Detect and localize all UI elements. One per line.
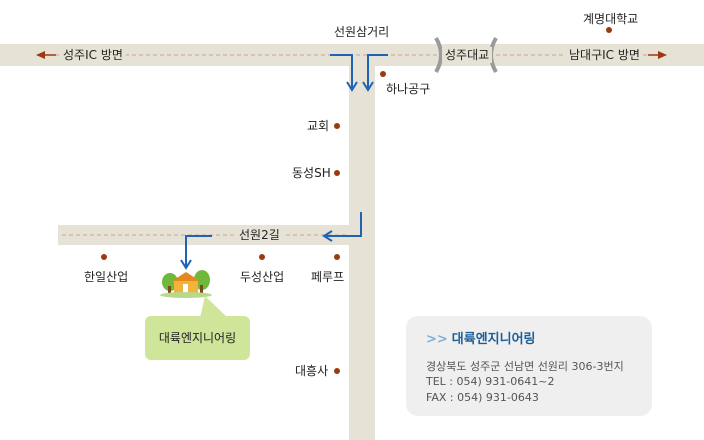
landmark-dot-dongseong	[334, 170, 340, 176]
route-turn-line	[326, 212, 362, 237]
landmark-hanil: 한일산업	[84, 270, 129, 284]
intersection-label: 선원삼거리	[334, 25, 390, 39]
landmark-dot-church	[334, 123, 340, 129]
info-tel: TEL : 054) 931-0641~2	[426, 375, 555, 388]
landmark-peroop: 페루프	[311, 270, 345, 284]
route-final-head	[180, 259, 192, 270]
route-arrow-1	[330, 54, 353, 88]
landmark-keimyung-univ: 계명대학교	[583, 12, 639, 26]
route-final-line	[185, 235, 212, 266]
info-fax: FAX : 054) 931-0643	[426, 391, 539, 404]
factory-icon	[160, 270, 212, 298]
company-info-box: >>대륙엔지니어링 경상북도 성주군 선남면 선원리 306-3번지 TEL :…	[406, 316, 652, 416]
landmark-dot-peroop	[334, 254, 340, 260]
info-title: >>대륙엔지니어링	[426, 328, 536, 347]
landmark-dot-hana	[380, 71, 386, 77]
bubble-tail	[200, 296, 228, 318]
bridge-left-bracket	[434, 36, 443, 74]
road-label: 선원2길	[236, 227, 283, 243]
chevron-right-icon: >>	[426, 332, 448, 347]
route-arrow-2	[367, 54, 388, 88]
west-direction-label: 성주IC 방면	[60, 47, 126, 63]
info-company-name: 대륙엔지니어링	[451, 332, 536, 347]
landmark-dot-hanil	[101, 254, 107, 260]
landmark-daeheungsa: 대흥사	[295, 364, 329, 378]
bridge-label: 성주대교	[442, 47, 493, 63]
destination-bubble: 대륙엔지니어링	[145, 316, 250, 360]
east-direction-label: 남대구IC 방면	[566, 47, 643, 63]
landmark-hana-industry: 하나공구	[386, 82, 431, 96]
route-turn-head	[322, 230, 333, 242]
route-arrow-2-head	[362, 81, 374, 92]
landmark-dot-daeheungsa	[334, 368, 340, 374]
landmark-church: 교회	[307, 119, 330, 133]
route-arrow-1-head	[346, 81, 358, 92]
landmark-dongseong-sh: 동성SH	[292, 166, 331, 180]
landmark-duseong: 두성산업	[240, 270, 285, 284]
landmark-dot-keimyung	[606, 27, 612, 33]
east-arrow-head	[658, 51, 667, 59]
west-arrow-head	[36, 51, 45, 59]
landmark-dot-duseong	[259, 254, 265, 260]
info-address: 경상북도 성주군 선남면 선원리 306-3번지	[426, 360, 624, 373]
